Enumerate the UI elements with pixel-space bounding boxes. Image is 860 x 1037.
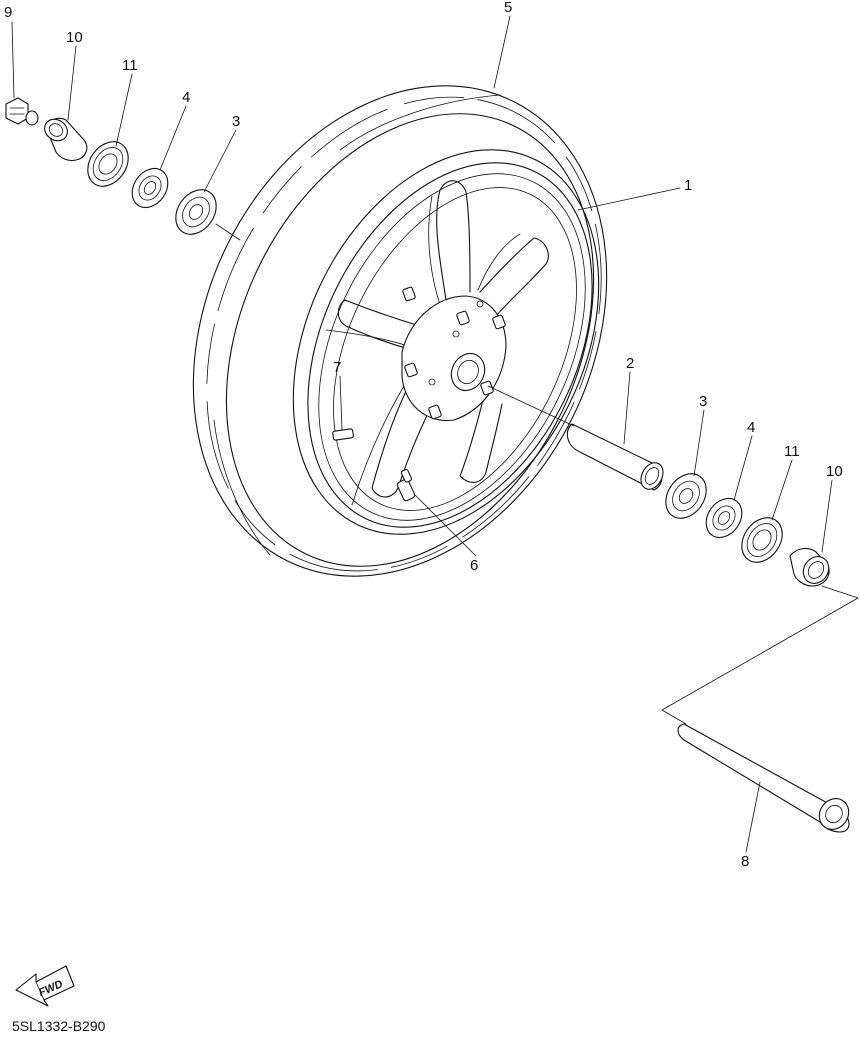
axle-part-8 (677, 723, 850, 833)
collar-part-10-right (789, 547, 830, 587)
leader-lines (11, 15, 833, 853)
right-axis-line (487, 385, 575, 427)
callout-4-right: 4 (747, 419, 755, 436)
callout-6: 6 (470, 557, 478, 574)
valve-part-6 (396, 468, 416, 502)
callout-8: 8 (741, 853, 749, 870)
diagram-code: 5SL1332-B290 (12, 1018, 106, 1034)
fwd-arrow-icon: FWD (15, 965, 75, 1007)
bearing-part-3-right (665, 473, 707, 519)
bolt-part-9 (5, 97, 39, 126)
tire-part-5 (192, 85, 608, 577)
spacer-part-4-left (131, 167, 169, 209)
wheel-spokes (325, 180, 549, 506)
seal-part-11-right (741, 517, 783, 563)
wheel-hub (401, 286, 507, 422)
wheel-rim-part-1 (292, 149, 600, 535)
left-axis-line (215, 223, 241, 241)
callout-11-left: 11 (122, 57, 138, 74)
callout-3-left: 3 (232, 113, 240, 130)
callout-2: 2 (626, 355, 634, 372)
callout-10-right: 10 (826, 463, 843, 480)
bearing-part-3-left (175, 189, 217, 235)
collar-part-10-left (44, 117, 88, 162)
axle-assembly-path (661, 585, 859, 725)
callout-7: 7 (333, 359, 341, 376)
callout-3-right: 3 (699, 393, 707, 410)
callout-11-right: 11 (784, 443, 800, 460)
callout-4-left: 4 (182, 89, 190, 106)
balance-weight-part-7 (332, 428, 354, 441)
callout-1: 1 (684, 177, 692, 194)
spacer-part-4-right (705, 497, 743, 539)
callout-labels: 9 10 11 4 3 5 1 2 7 3 4 11 10 6 8 (4, 0, 843, 870)
seal-part-11-left (87, 141, 129, 187)
spacer-tube-part-2 (566, 423, 664, 491)
callout-9: 9 (4, 4, 12, 21)
callout-5: 5 (504, 0, 512, 16)
callout-10-left: 10 (66, 29, 83, 46)
